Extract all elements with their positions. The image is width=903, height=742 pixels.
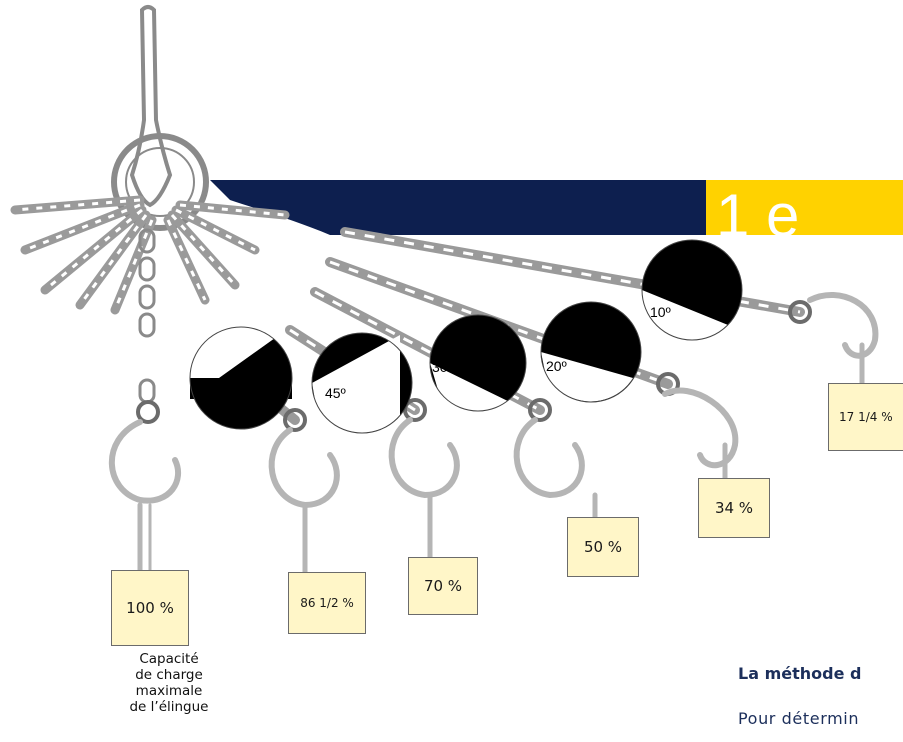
disc-outlines <box>189 239 743 434</box>
section-heading: La méthode d <box>738 664 862 683</box>
angle-label-60: 60º <box>213 390 234 406</box>
hooks <box>108 292 879 575</box>
angle-disc-30: 30º <box>430 315 526 424</box>
caption-line-4: de l’élingue <box>129 699 209 715</box>
angle-disc-45: 45º <box>312 333 412 433</box>
chain-fan <box>10 195 290 315</box>
hook-34 <box>656 372 739 481</box>
hook-86 <box>268 408 340 575</box>
angle-disc-10: 10º <box>641 240 742 341</box>
caption-line-2: de charge <box>135 667 203 683</box>
percent-label-17: 17 1/4 % <box>828 383 903 451</box>
angle-label-20: 20º <box>546 358 567 374</box>
hook-70 <box>388 398 460 560</box>
angle-label-10: 10º <box>650 304 671 320</box>
percent-label-86: 86 1/2 % <box>288 572 366 634</box>
hook-100 <box>108 400 182 573</box>
chain-fan-links <box>14 198 286 311</box>
master-link <box>111 5 209 231</box>
banner-yellow-block <box>706 180 903 235</box>
hook-17 <box>788 292 879 386</box>
percent-label-50: 50 % <box>567 517 639 577</box>
vertical-chain <box>138 228 156 404</box>
percent-label-100: 100 % <box>111 570 189 646</box>
angle-disc-20: 20º <box>541 302 641 402</box>
banner-partial-title: 1 e <box>716 182 799 249</box>
caption-line-1: Capacité <box>139 651 199 667</box>
hook-50 <box>513 398 598 520</box>
capacity-caption: Capacité de charge maximale de l’élingue <box>114 651 224 715</box>
angle-disc-60: 60º <box>186 326 292 429</box>
title-banner: 1 e <box>210 180 903 249</box>
body-paragraph: Pour détermin <box>738 709 860 728</box>
percent-label-70: 70 % <box>408 557 478 615</box>
angle-label-45: 45º <box>325 385 346 401</box>
banner-navy-band <box>210 180 706 235</box>
percent-label-34: 34 % <box>698 478 770 538</box>
angle-label-30: 30º <box>432 359 453 375</box>
caption-line-3: maximale <box>135 683 203 699</box>
